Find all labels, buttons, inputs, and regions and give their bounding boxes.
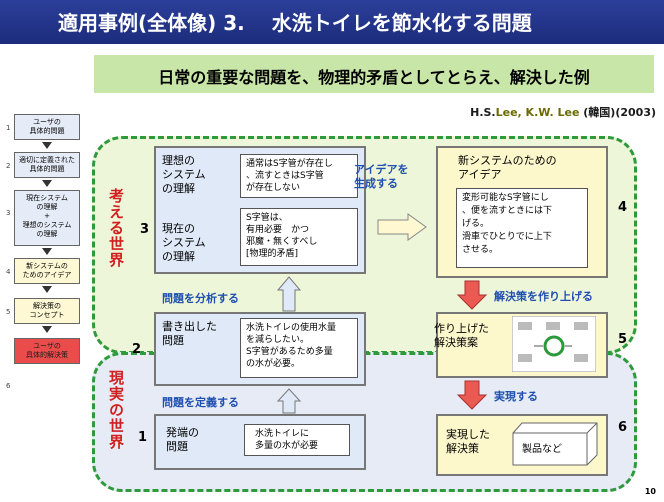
ideal-title: 理想の システム の理解 [162, 154, 206, 195]
product-box [512, 422, 598, 466]
define-arrow [276, 388, 302, 414]
title-bar: 適用事例(全体像) 3. 水洗トイレを節水化する問題 [0, 0, 664, 44]
num-3: 3 [140, 222, 150, 237]
origin-title: 発端の 問題 [166, 426, 199, 453]
product-label: 製品など [522, 444, 562, 455]
credit-year: (2003) [615, 106, 656, 119]
new-idea-title: 新システムのための アイデア [458, 154, 557, 181]
realized-title: 実現した 解決策 [446, 428, 490, 455]
left-num-5: 5 [6, 308, 11, 316]
generate-label: アイデアを 生成する [354, 163, 409, 190]
real-world-label: 現実の世界 [107, 370, 125, 450]
left-step-6: ユーザの 具体的解決策 [14, 338, 80, 364]
left-num-2: 2 [6, 162, 11, 170]
written-title: 書き出した 問題 [162, 320, 217, 347]
credit: H.S.Lee, K.W. Lee (韓国)(2003) [470, 104, 656, 120]
credit-author1: H.S. [470, 106, 496, 119]
define-label: 問題を定義する [162, 396, 239, 409]
analyze-arrow [276, 276, 302, 312]
left-step-2: 適切に定義された 具体的問題 [14, 152, 80, 178]
build-label: 解決策を作り上げる [494, 290, 593, 303]
left-flow: 1 ユーザの 具体的問題 2 適切に定義された 具体的問題 3 現在システム の… [0, 112, 88, 412]
credit-author2: Lee, K.W. Lee [495, 106, 580, 119]
analyze-label: 問題を分析する [162, 292, 239, 305]
page-title: 適用事例(全体像) 3. 水洗トイレを節水化する問題 [58, 11, 532, 35]
left-num-6: 6 [6, 382, 11, 390]
current-detail: S字管は、 有用必要 かつ 邪魔・無くすべし [物理的矛盾] [240, 208, 358, 266]
left-num-3: 3 [6, 209, 11, 217]
realize-arrow [456, 380, 488, 410]
num-6: 6 [618, 420, 628, 435]
left-num-1: 1 [6, 124, 11, 132]
written-detail: 水洗トイレの使用水量 を減らしたい。 S字管があるため多量 の水が必要。 [240, 318, 358, 378]
generate-arrow [377, 213, 427, 241]
left-arrow-4 [42, 286, 52, 293]
num-1: 1 [138, 430, 148, 445]
ideal-detail: 通常はS字管が存在し 、流すときはS字管 が存在しない [240, 154, 358, 198]
num-4: 4 [618, 200, 628, 215]
page-number: 10 [644, 487, 656, 496]
think-world-label: 考える世界 [107, 188, 125, 268]
num-5: 5 [618, 332, 628, 347]
num-2: 2 [132, 342, 142, 357]
built-title: 作り上げた 解決策案 [434, 322, 489, 349]
left-step-1: ユーザの 具体的問題 [14, 114, 80, 140]
current-title: 現在の システム の理解 [162, 222, 206, 263]
solution-diagram-image [512, 316, 596, 372]
new-idea-detail: 変形可能なS字管にし 、便を流すときには下 げる。 滑車でひとりでに上下 させる… [456, 188, 588, 268]
left-step-3: 現在システム の理解 + 理想のシステム の理解 [14, 190, 80, 246]
left-arrow-2 [42, 180, 52, 187]
credit-country: (韓国) [579, 106, 616, 119]
build-arrow [456, 280, 488, 310]
left-num-4: 4 [6, 268, 11, 276]
left-arrow-5 [42, 326, 52, 333]
left-arrow-1 [42, 142, 52, 149]
subtitle-banner: 日常の重要な問題を、物理的矛盾としてとらえ、解決した例 [94, 55, 654, 93]
subtitle-text: 日常の重要な問題を、物理的矛盾としてとらえ、解決した例 [158, 68, 590, 87]
realize-label: 実現する [494, 390, 538, 403]
left-arrow-3 [42, 248, 52, 255]
left-step-4: 新システムの ためのアイデア [14, 258, 80, 284]
left-step-5: 解決策の コンセプト [14, 298, 80, 324]
origin-detail: 水洗トイレに 多量の水が必要 [244, 424, 350, 456]
